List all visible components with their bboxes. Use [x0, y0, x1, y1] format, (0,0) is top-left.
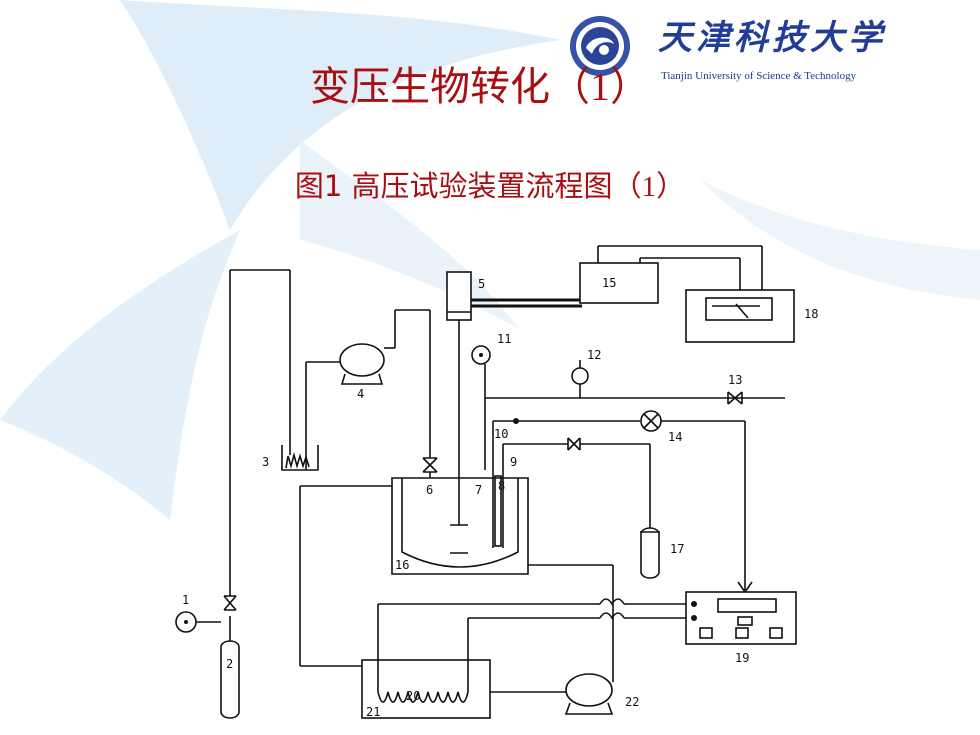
- label-7: 7: [475, 483, 482, 497]
- circulation-pump: [565, 673, 613, 707]
- label-11: 11: [497, 332, 511, 346]
- sampling-valve-icon: [567, 437, 581, 451]
- label-10: 10: [494, 427, 508, 441]
- label-16: 16: [395, 558, 409, 572]
- wash-bottle: [281, 445, 319, 471]
- label-1: 1: [182, 593, 189, 607]
- page-title-number: 1: [590, 64, 610, 109]
- background-swoosh-right: [700, 180, 980, 300]
- figure-caption: 图1 高压试验装置流程图（1）: [0, 166, 980, 207]
- pressure-gauge-12-icon: [571, 367, 589, 385]
- label-14: 14: [668, 430, 682, 444]
- label-15: 15: [602, 276, 616, 290]
- page-title-text: 变压生物转化: [310, 64, 550, 110]
- inlet-valve-icon: [422, 457, 438, 473]
- logo-name-cn: 天津科技大学: [658, 18, 886, 58]
- figure-caption-number: 1: [641, 171, 657, 203]
- reactor-vessel: [391, 477, 529, 575]
- figure-caption-text: 图1 高压试验装置流程图: [294, 169, 613, 203]
- page-title-open-paren: （: [550, 64, 590, 110]
- page-title: 变压生物转化（1）: [0, 62, 960, 112]
- label-22: 22: [625, 695, 639, 709]
- label-5: 5: [478, 277, 485, 291]
- compressor-pump: [339, 343, 385, 377]
- vent-valve-icon: [727, 391, 743, 405]
- university-emblem-icon: [570, 16, 630, 76]
- label-13: 13: [728, 373, 742, 387]
- label-18: 18: [804, 307, 818, 321]
- water-bath: [361, 659, 491, 719]
- label-8: 8: [498, 479, 505, 493]
- label-9: 9: [510, 455, 517, 469]
- label-12: 12: [587, 348, 601, 362]
- sample-tube: [640, 527, 660, 579]
- temperature-controller: [579, 262, 659, 304]
- label-21: 21: [366, 705, 380, 719]
- figure-caption-close-paren: ）: [656, 169, 686, 203]
- label-2: 2: [226, 657, 233, 671]
- label-6: 6: [426, 483, 433, 497]
- cylinder-valve-icon: [223, 595, 237, 611]
- control-box: [685, 591, 797, 645]
- figure-caption-open-paren: （: [612, 169, 642, 203]
- page-title-close-paren: ）: [610, 64, 650, 110]
- label-4: 4: [357, 387, 364, 401]
- heater-coil: [377, 691, 469, 703]
- label-3: 3: [262, 455, 269, 469]
- logo-name-en: Tianjin University of Science & Technolo…: [661, 70, 857, 82]
- label-17: 17: [670, 542, 684, 556]
- university-logo: 天津科技大学 Tianjin University of Science & T…: [568, 10, 968, 90]
- label-20: 20: [406, 689, 420, 703]
- background-swoosh-left: [0, 230, 240, 520]
- background-swoosh-top: [120, 0, 560, 230]
- gas-cylinder: [220, 640, 240, 719]
- label-19: 19: [735, 651, 749, 665]
